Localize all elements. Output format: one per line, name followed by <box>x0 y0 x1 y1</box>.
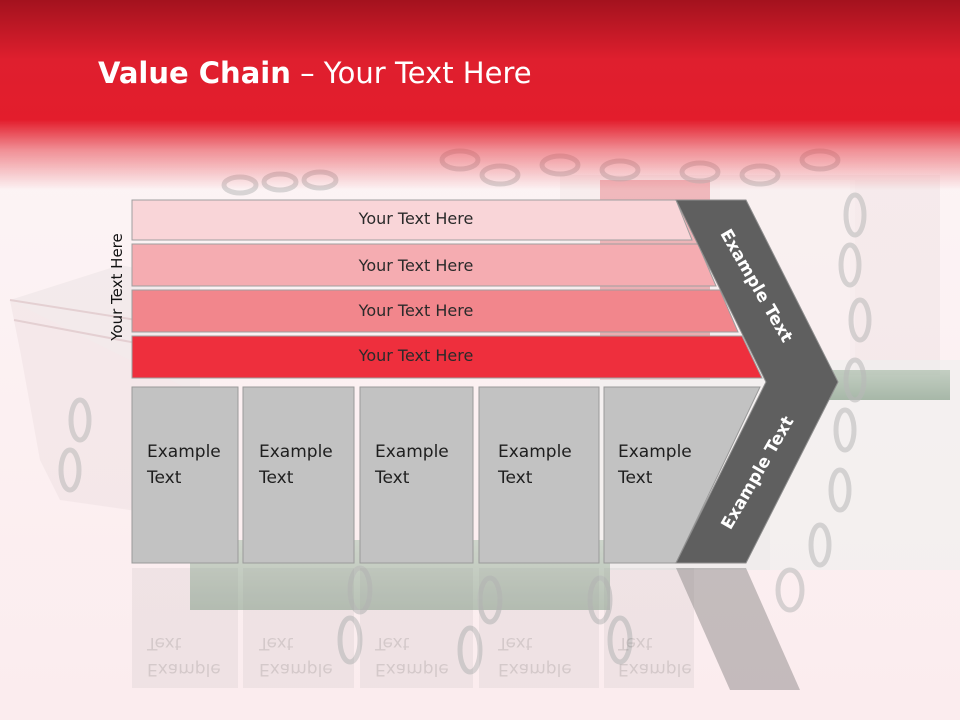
column-box <box>359 386 474 564</box>
column-box <box>131 386 239 564</box>
row-label: Your Text Here <box>358 256 474 275</box>
side-label: Your Text Here <box>108 233 126 341</box>
chevron-reflection <box>676 568 800 690</box>
row-bar <box>131 289 739 333</box>
row-label: Your Text Here <box>358 301 474 320</box>
column-box <box>478 386 600 564</box>
row-bar <box>131 199 693 241</box>
header-band <box>0 0 960 190</box>
title-rest: – Your Text Here <box>290 56 532 90</box>
row-label: Your Text Here <box>358 209 474 228</box>
chevron-arrow <box>675 199 839 564</box>
row-label: Your Text Here <box>358 346 474 365</box>
column-box <box>242 386 355 564</box>
row-bar <box>131 243 717 287</box>
row-bar <box>131 335 763 379</box>
slide-title: Value Chain – Your Text Here <box>98 56 532 90</box>
title-bold: Value Chain <box>98 56 291 90</box>
reflection <box>132 568 694 688</box>
